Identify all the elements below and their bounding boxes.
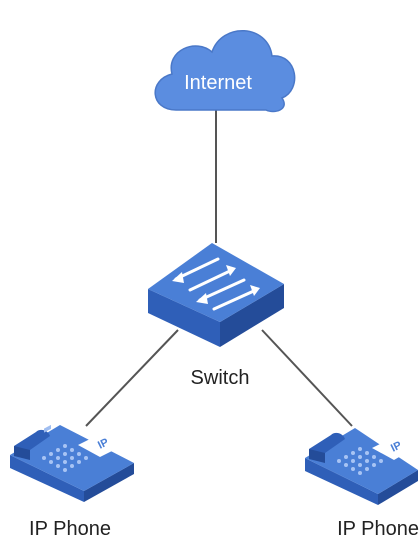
- ip-phone-right-icon: IP: [305, 428, 418, 505]
- link-switch-phone-right: [261, 329, 353, 427]
- ip-phone-left-icon: IP: [10, 424, 134, 502]
- link-switch-phone-left: [85, 329, 179, 427]
- phone-right-screen-text: IP: [389, 439, 404, 454]
- ip-phone-left-label: IP Phone: [29, 518, 111, 540]
- internet-cloud-icon: [154, 29, 296, 113]
- internet-label: Internet: [184, 72, 252, 94]
- ip-phone-right-label: IP Phone: [337, 518, 419, 540]
- switch-icon: [148, 243, 284, 347]
- phone-left-screen-text: IP: [96, 436, 111, 451]
- switch-label: Switch: [190, 367, 250, 389]
